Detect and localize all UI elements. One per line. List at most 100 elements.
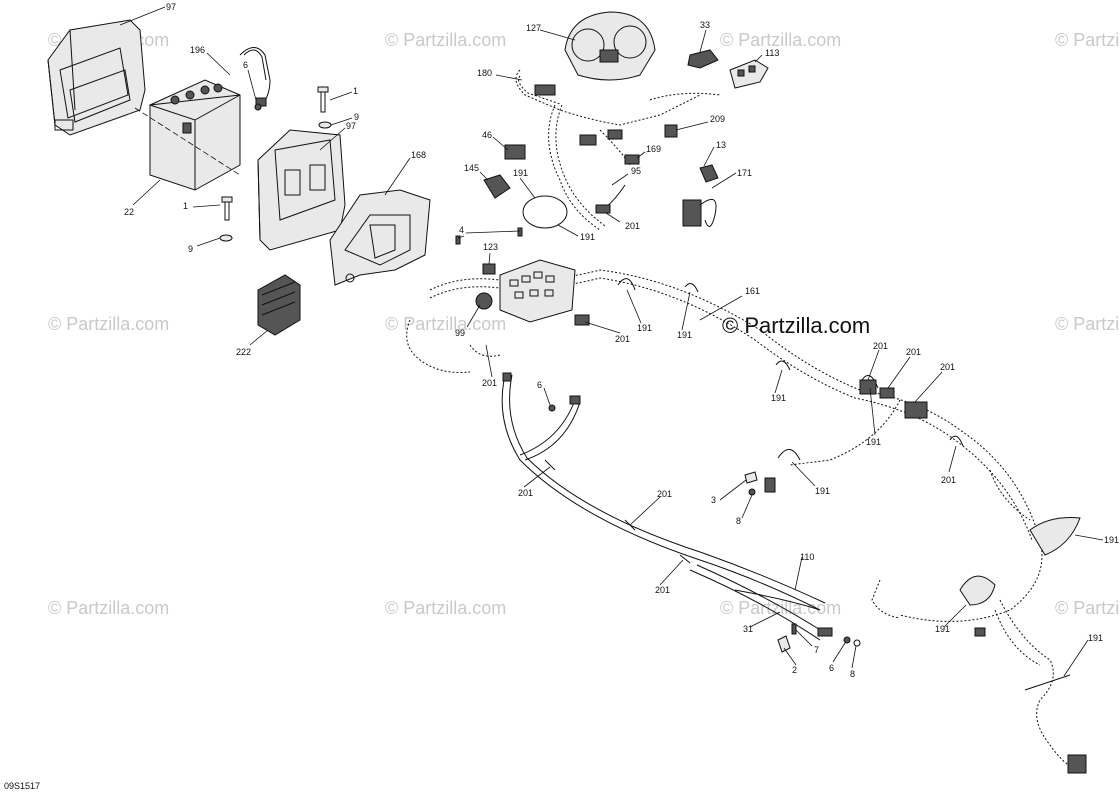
callout-169: 169 [646,144,661,154]
callout-1: 1 [183,201,188,211]
bolt-3 [744,471,758,484]
harness-clamp [959,575,996,606]
callout-196: 196 [190,45,205,55]
callout-31: 31 [743,624,753,634]
fuse-box [499,259,576,323]
connector [1067,754,1087,774]
callout-6: 6 [829,663,834,673]
callout-9: 9 [354,112,359,122]
connector-201 [859,379,877,395]
callout-201: 201 [873,341,888,351]
screw-7 [791,623,797,635]
callout-191: 191 [637,323,652,333]
callout-6: 6 [537,380,542,390]
harness-clamp [949,435,964,447]
watermark: © Partzilla.com [1055,30,1120,50]
nut [254,103,262,111]
callout-180: 180 [477,68,492,78]
relay-145 [483,174,511,199]
callout-201: 201 [615,334,630,344]
voltage-regulator [257,274,301,336]
front-harness [515,69,721,231]
watermark: © Partzilla.com [1055,314,1120,334]
callout-13: 13 [716,140,726,150]
callout-201: 201 [625,221,640,231]
callout-46: 46 [482,130,492,140]
bolt-2 [777,635,791,653]
battery-holder [257,129,346,251]
screw-4 [517,227,523,237]
brand-logo: © Partzilla.com [722,313,870,338]
nut-6 [843,636,851,644]
cable-tie [544,459,556,471]
washer-8 [853,639,861,647]
connector [974,627,986,637]
diagram-code: 09S1517 [4,781,40,791]
callout-191: 191 [935,624,950,634]
connector-95 [595,204,611,214]
callout-97: 97 [346,121,356,131]
ignition-switch [504,144,526,160]
harness-clamp [777,449,801,461]
callout-145: 145 [464,163,479,173]
callout-201: 201 [655,585,670,595]
callout-191: 191 [513,168,528,178]
switch-33 [687,49,719,69]
callout-95: 95 [631,166,641,176]
callout-97: 97 [166,2,176,12]
battery-cable [239,47,271,107]
harness-clamp [684,282,699,293]
callout-191: 191 [1088,633,1103,643]
cable-terminal [569,395,581,405]
callout-201: 201 [941,475,956,485]
ground-block [764,477,776,493]
watermark: © Partzilla.com [385,30,506,50]
harness-clamp [1024,674,1071,691]
callout-4: 4 [459,225,464,235]
callout-201: 201 [940,362,955,372]
cable-terminal [502,372,512,382]
callout-1: 1 [353,86,358,96]
connector-169 [624,154,640,165]
callout-191: 191 [771,393,786,403]
cable-terminal [817,627,833,637]
gauge-cluster [564,11,656,81]
watermark: © Partzilla.com [48,598,169,618]
connector [579,134,597,146]
callout-191: 191 [866,437,881,447]
harness-clamp [775,360,791,371]
callout-201: 201 [518,488,533,498]
watermark: © Partzilla.com [48,314,169,334]
harness-clamp [861,375,879,389]
callout-3: 3 [711,495,716,505]
nut-8 [748,488,756,496]
battery [149,79,241,191]
sensor-209 [664,124,678,138]
callout-33: 33 [700,20,710,30]
callout-127: 127 [526,23,541,33]
callout-8: 8 [736,516,741,526]
watermark: © Partzilla.com [720,598,841,618]
watermark: © Partzilla.com [720,30,841,50]
cable-tie [679,554,691,564]
callout-191: 191 [815,486,830,496]
callout-201: 201 [657,489,672,499]
callout-9: 9 [188,244,193,254]
switch-113 [729,59,769,89]
harness-clamp [1029,517,1081,556]
screw-4 [455,235,461,245]
leader-lines [119,6,1104,677]
callout-6: 6 [243,60,248,70]
callout-99: 99 [455,328,465,338]
connector-201 [879,387,895,399]
battery-cables [501,374,826,641]
callout-113: 113 [765,48,779,58]
harness-clamp [617,278,636,291]
callout-2: 2 [792,665,797,675]
nut [548,404,556,412]
callout-191: 191 [677,330,692,340]
connector-201 [904,401,928,419]
callout-209: 209 [710,114,725,124]
callout-201: 201 [906,347,921,357]
